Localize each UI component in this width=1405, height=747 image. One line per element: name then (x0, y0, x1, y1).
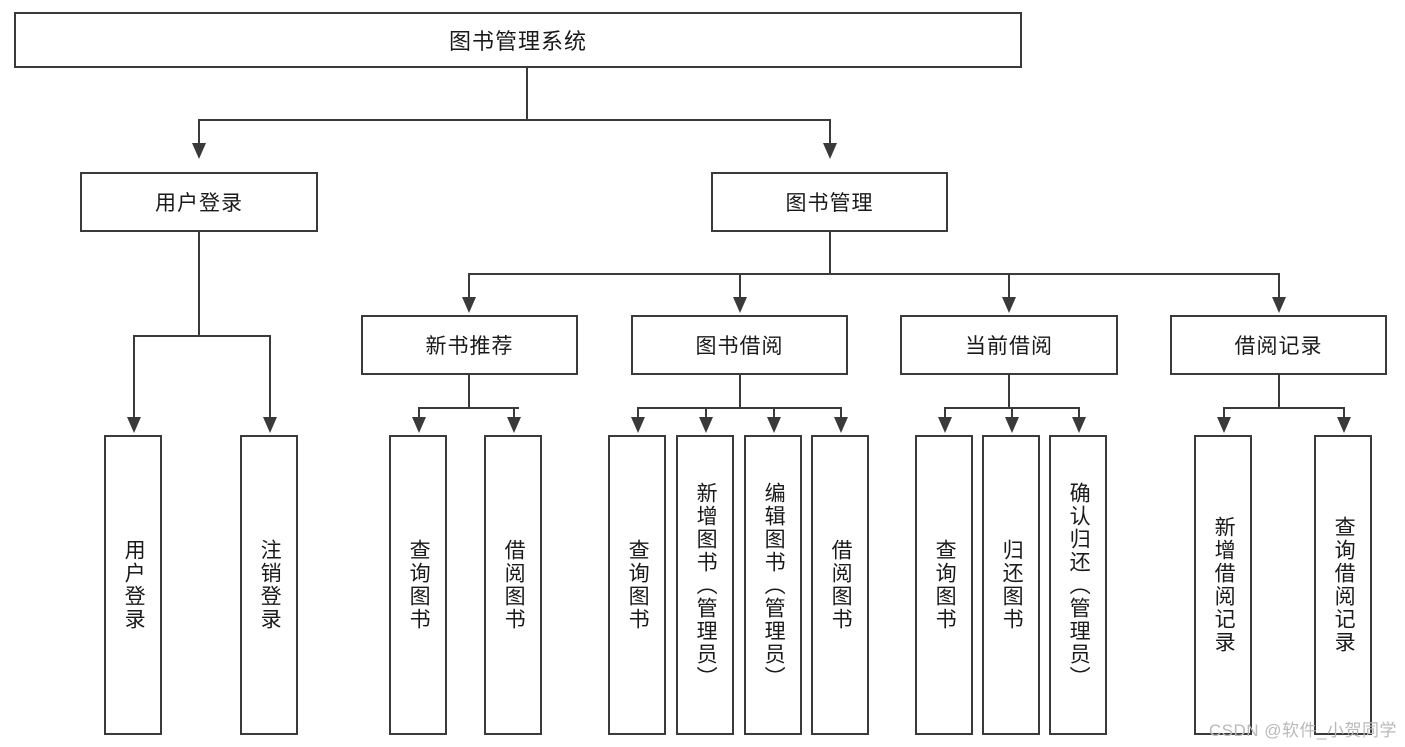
edge-record-to-leaf2 (1343, 407, 1345, 419)
leaf-current-borrow-confirm-return[interactable]: 确认归还（管理员） (1049, 435, 1107, 735)
node-current-borrow[interactable]: 当前借阅 (900, 315, 1118, 375)
edge-root-to-login (198, 119, 200, 145)
edge-newbook-to-leaf2 (513, 407, 515, 419)
arrow-borrow-to-leaf3 (767, 417, 781, 433)
node-label: 确认归还（管理员） (1067, 481, 1091, 689)
edge-borrow-to-leaf3 (773, 407, 775, 419)
edge-bus-to-borrow (739, 273, 741, 299)
arrow-newbook-to-leaf1 (412, 417, 426, 433)
leaf-book-borrow-add[interactable]: 新增图书（管理员） (676, 435, 734, 735)
arrow-borrow-to-leaf1 (631, 417, 645, 433)
edge-login-bus (133, 335, 271, 337)
edge-borrow-to-leaf4 (840, 407, 842, 419)
arrow-bus-to-current (1002, 297, 1016, 313)
node-label: 查询图书 (407, 539, 431, 631)
arrow-current-to-leaf1 (938, 417, 952, 433)
edge-borrow-bus (637, 407, 841, 409)
arrow-root-to-login (192, 143, 206, 159)
edge-borrow-stem (739, 375, 741, 408)
node-label: 用户登录 (122, 539, 146, 631)
leaf-new-book-borrow[interactable]: 借阅图书 (484, 435, 542, 735)
edge-newbook-bus (418, 407, 519, 409)
node-label: 编辑图书（管理员） (762, 481, 786, 689)
edge-bus-to-newbook (468, 273, 470, 299)
leaf-current-borrow-return[interactable]: 归还图书 (982, 435, 1040, 735)
edge-root-stem (526, 68, 528, 120)
node-book-borrow[interactable]: 图书借阅 (631, 315, 848, 375)
node-label: 图书管理系统 (448, 29, 587, 54)
node-label: 查询图书 (933, 539, 957, 631)
edge-bookmgmt-stem (829, 232, 831, 274)
node-new-book-recommend[interactable]: 新书推荐 (361, 315, 578, 375)
arrow-login-to-leaf2 (263, 417, 277, 433)
edge-newbook-stem (468, 375, 470, 408)
edge-current-stem (1008, 375, 1010, 408)
edge-current-to-leaf2 (1011, 407, 1013, 419)
leaf-book-borrow-query[interactable]: 查询图书 (608, 435, 666, 735)
leaf-borrow-record-query[interactable]: 查询借阅记录 (1314, 435, 1372, 735)
node-borrow-record[interactable]: 借阅记录 (1170, 315, 1387, 375)
arrow-bus-to-newbook (462, 297, 476, 313)
arrow-newbook-to-leaf2 (507, 417, 521, 433)
node-user-login[interactable]: 用户登录 (80, 172, 318, 232)
edge-borrow-to-leaf1 (637, 407, 639, 419)
node-label: 归还图书 (1000, 539, 1024, 631)
arrow-bus-to-record (1272, 297, 1286, 313)
edge-bus-to-current (1008, 273, 1010, 299)
arrow-current-to-leaf3 (1072, 417, 1086, 433)
edge-login-stem (198, 232, 200, 336)
arrow-bus-to-borrow (733, 297, 747, 313)
node-label: 图书借阅 (695, 335, 784, 358)
node-label: 新增图书（管理员） (694, 481, 718, 689)
node-label: 查询借阅记录 (1332, 516, 1356, 654)
watermark: CSDN @软件_小贺同学 (1208, 721, 1397, 740)
edge-record-to-leaf1 (1223, 407, 1225, 419)
leaf-user-login-logout[interactable]: 注销登录 (240, 435, 298, 735)
node-label: 借阅图书 (829, 539, 853, 631)
edge-root-bus (198, 119, 830, 121)
node-label: 借阅记录 (1234, 335, 1323, 358)
edge-login-to-leaf2 (269, 335, 271, 419)
node-label: 借阅图书 (502, 539, 526, 631)
node-label: 注销登录 (258, 539, 282, 631)
arrow-record-to-leaf2 (1337, 417, 1351, 433)
arrow-borrow-to-leaf4 (834, 417, 848, 433)
node-label: 当前借阅 (965, 335, 1053, 358)
edge-root-to-bookmgmt (829, 119, 831, 145)
arrow-current-to-leaf2 (1005, 417, 1019, 433)
node-label: 新书推荐 (425, 335, 514, 358)
leaf-current-borrow-query[interactable]: 查询图书 (915, 435, 973, 735)
arrow-root-to-bookmgmt (823, 143, 837, 159)
arrow-borrow-to-leaf2 (699, 417, 713, 433)
arrow-login-to-leaf1 (127, 417, 141, 433)
edge-newbook-to-leaf1 (418, 407, 420, 419)
edge-bus-to-record (1278, 273, 1280, 299)
node-label: 用户登录 (155, 192, 243, 215)
leaf-new-book-query[interactable]: 查询图书 (389, 435, 447, 735)
edge-record-bus (1223, 407, 1345, 409)
edge-current-to-leaf3 (1078, 407, 1080, 419)
node-book-management[interactable]: 图书管理 (711, 172, 948, 232)
edge-current-to-leaf1 (944, 407, 946, 419)
edge-record-stem (1278, 375, 1280, 408)
edge-borrow-to-leaf2 (705, 407, 707, 419)
edge-login-to-leaf1 (133, 335, 135, 419)
leaf-borrow-record-add[interactable]: 新增借阅记录 (1194, 435, 1252, 735)
arrow-record-to-leaf1 (1217, 417, 1231, 433)
node-root-system[interactable]: 图书管理系统 (14, 12, 1022, 68)
leaf-book-borrow-borrow[interactable]: 借阅图书 (811, 435, 869, 735)
edge-level2-bus (468, 273, 1279, 275)
node-label: 新增借阅记录 (1212, 516, 1236, 654)
leaf-book-borrow-edit[interactable]: 编辑图书（管理员） (744, 435, 802, 735)
leaf-user-login-login[interactable]: 用户登录 (104, 435, 162, 735)
node-label: 查询图书 (626, 539, 650, 631)
node-label: 图书管理 (785, 192, 874, 215)
